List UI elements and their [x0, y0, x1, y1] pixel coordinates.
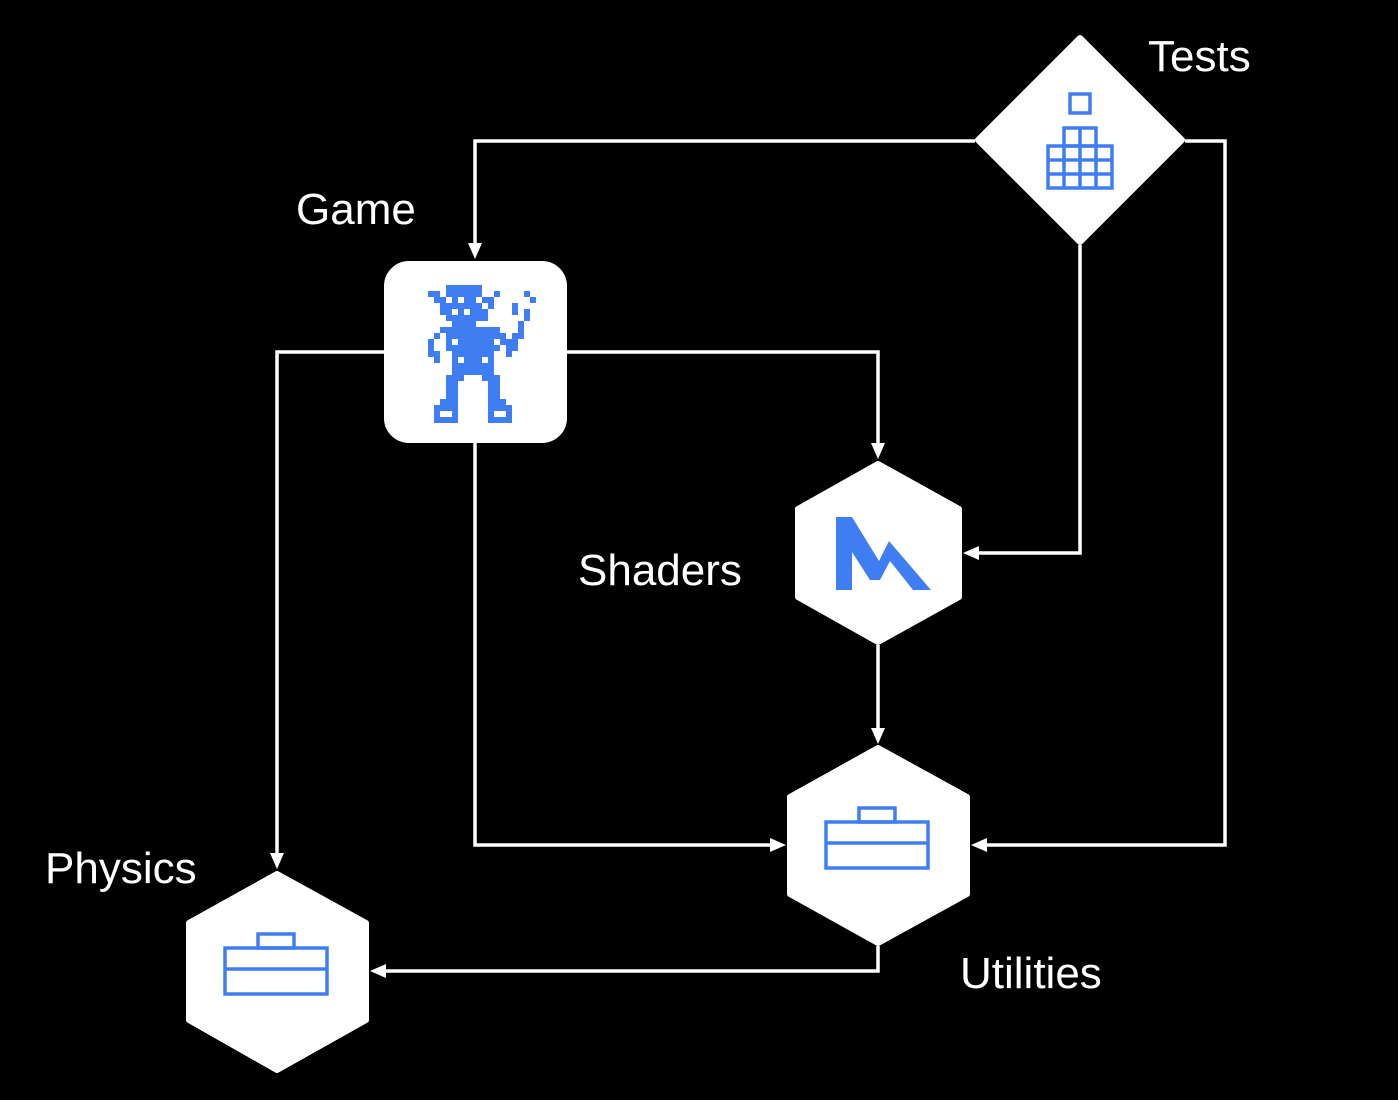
metal-logo-icon — [836, 517, 931, 590]
arrow-utilities-to-physics — [370, 946, 880, 978]
game-label: Game — [296, 185, 416, 234]
shaders-hexagon — [795, 461, 962, 645]
arrow-game-to-shaders — [567, 350, 885, 459]
arrow-tests-to-game — [468, 139, 975, 259]
toolbox-icon — [824, 806, 930, 870]
physics-label: Physics — [45, 844, 197, 893]
arrow-game-to-physics — [270, 350, 384, 869]
node-tests: Tests — [975, 32, 1251, 245]
node-physics: Physics — [45, 844, 369, 1073]
pixel-goblin-icon — [428, 285, 536, 423]
arrow-tests-to-shaders — [963, 245, 1082, 560]
node-utilities: Utilities — [787, 745, 1102, 998]
grid-building-icon — [1046, 92, 1114, 190]
node-shaders: Shaders — [578, 461, 962, 645]
edges — [270, 139, 1227, 978]
physics-hexagon — [186, 871, 369, 1073]
shaders-label: Shaders — [578, 546, 742, 595]
toolbox-icon — [223, 932, 329, 996]
tests-label: Tests — [1148, 32, 1251, 81]
arrow-game-to-utilities — [473, 443, 786, 852]
utilities-label: Utilities — [960, 949, 1102, 998]
node-game: Game — [296, 185, 567, 443]
arrow-tests-to-utilities — [971, 139, 1227, 852]
utilities-hexagon — [787, 745, 970, 946]
